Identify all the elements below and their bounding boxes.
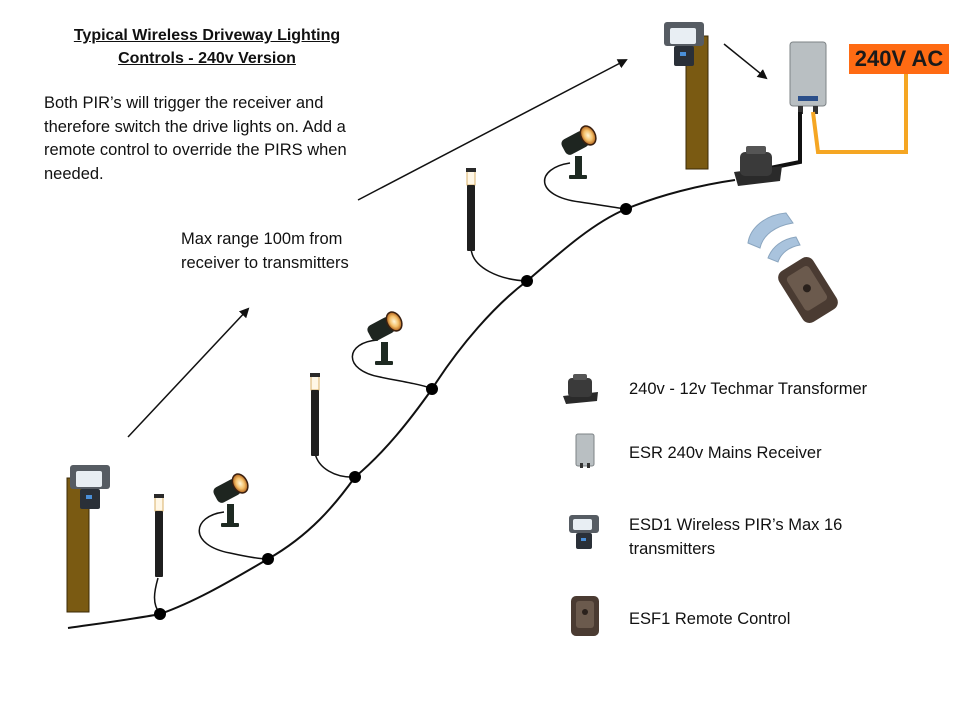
legend-label-pir: ESD1 Wireless PIR’s Max 16 transmitters xyxy=(629,516,843,558)
pir-post-top xyxy=(664,22,709,170)
transformer-icon xyxy=(563,374,598,404)
legend-label-remote: ESF1 Remote Control xyxy=(629,610,791,628)
legend-label-transformer: 240v - 12v Techmar Transformer xyxy=(629,380,868,398)
signal-waves-icon xyxy=(747,212,801,263)
remote-legend-icon xyxy=(571,596,599,636)
intro-text: Both PIR’s will trigger the receiver and… xyxy=(44,94,347,183)
remote-control-icon xyxy=(778,256,838,324)
range-note: Max range 100m from receiver to transmit… xyxy=(181,230,349,272)
branch-cables xyxy=(153,162,627,615)
bollard-light-1 xyxy=(153,493,165,578)
junction-dots xyxy=(154,203,632,620)
legend-label-receiver: ESR 240v Mains Receiver xyxy=(629,444,822,462)
pir-post-bottom xyxy=(66,465,110,613)
transformer-unit xyxy=(734,146,782,186)
main-cable xyxy=(67,179,736,629)
bollard-light-3 xyxy=(465,167,477,252)
receiver-unit xyxy=(789,41,827,114)
spotlight-3 xyxy=(557,122,600,180)
bollard-light-2 xyxy=(309,372,321,457)
power-cable xyxy=(811,74,908,154)
receiver-icon xyxy=(575,433,595,468)
transformer-cable xyxy=(769,112,802,170)
spotlight-2 xyxy=(363,308,406,366)
diagram-title: Typical Wireless Driveway Lighting Contr… xyxy=(73,27,341,67)
range-arrows xyxy=(127,43,768,438)
spotlight-1 xyxy=(209,470,252,528)
pir-sensor-icon xyxy=(569,515,599,549)
power-label: 240V AC xyxy=(849,44,949,74)
